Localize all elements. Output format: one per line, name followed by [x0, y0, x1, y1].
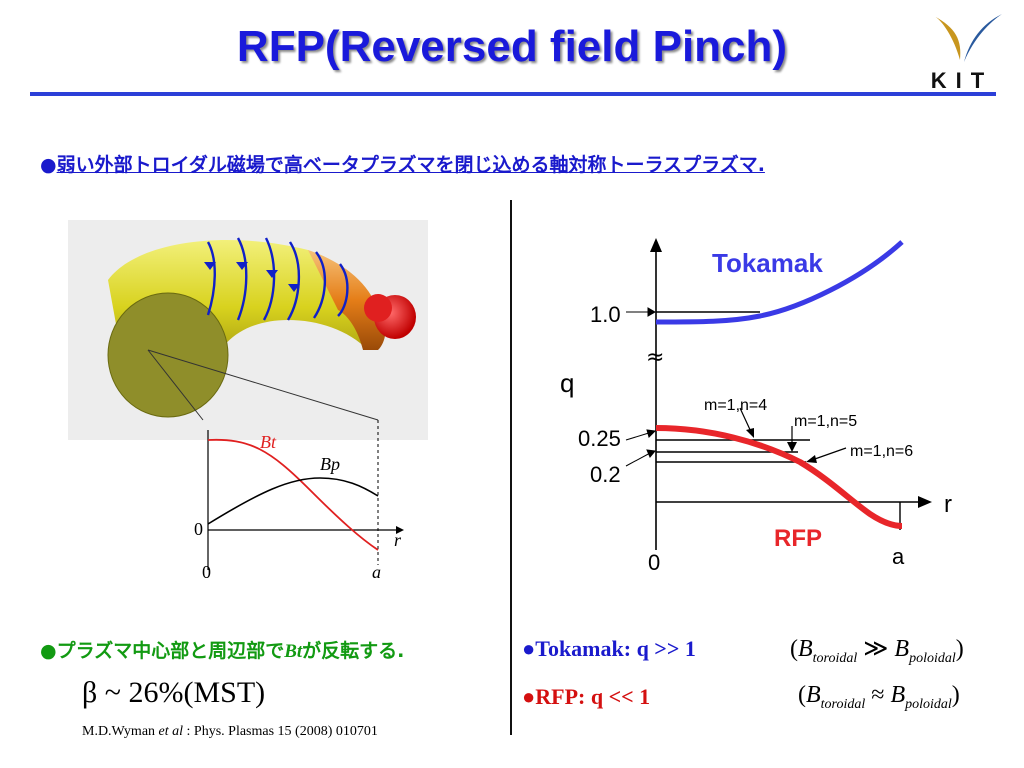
rel-open: (	[790, 636, 798, 662]
annotation-n6: m=1,n=6	[850, 443, 913, 460]
rel-sub1: toroidal	[812, 650, 858, 666]
beta-value: β ~ 26%(MST)	[82, 676, 266, 709]
rel-b1: B	[806, 682, 821, 708]
zero-bottom-label: 0	[202, 562, 211, 582]
zero-left-label: 0	[194, 519, 203, 539]
bullet-dot: ●	[40, 154, 57, 176]
xtick-a: a	[892, 544, 905, 569]
bp-curve	[207, 477, 379, 525]
note-bt: Bt	[284, 641, 303, 662]
annotation-n5: m=1,n=5	[794, 413, 857, 430]
tokamak-q-row: ●Tokamak: q >> 1	[522, 636, 696, 661]
field-lines	[206, 237, 349, 321]
bt-curve	[207, 438, 379, 551]
rel-close: )	[951, 682, 960, 708]
ytick-0-25: 0.25	[578, 426, 621, 451]
rel-sub1: toroidal	[820, 696, 866, 712]
vertical-divider	[510, 200, 512, 735]
ref-authors: M.D.Wyman	[82, 724, 159, 739]
logo-text: KIT	[930, 68, 994, 93]
intro-bullet: ●弱い外部トロイダル磁場で高ベータプラズマを閉じ込める軸対称トーラスプラズマ.	[40, 150, 765, 177]
tokamak-curve	[655, 240, 904, 325]
rel-b1: B	[798, 636, 813, 662]
rel-open: (	[798, 682, 806, 708]
page-title: RFP(Reversed field Pinch)	[236, 22, 788, 71]
y-axis-label: q	[560, 368, 574, 398]
ytick-0-2: 0.2	[590, 462, 621, 487]
rfp-curve	[655, 425, 903, 529]
legend-rfp: RFP	[774, 525, 822, 552]
rel-b2: B	[890, 682, 906, 708]
kit-logo: KIT	[912, 10, 1012, 94]
rel-op: ≫	[857, 636, 895, 662]
bp-label: Bp	[320, 454, 340, 474]
rel-close: )	[955, 636, 964, 662]
axis-break-symbol: ≈	[646, 345, 664, 370]
ref-rest: : Phys. Plasmas 15 (2008) 010701	[183, 724, 378, 739]
annotation-n4: m=1,n=4	[704, 397, 767, 414]
title-underline	[30, 92, 996, 96]
x-axis-label: r	[944, 491, 952, 518]
q-profile-chart: Tokamak RFP 1.0 0.25 0.2 q ≈ r 0 a m=1,n…	[560, 238, 952, 575]
rfp-field-relation: (Btoroidal ≈ Bpoloidal)	[798, 682, 960, 713]
bt-label: Bt	[260, 432, 277, 452]
legend-tokamak: Tokamak	[712, 248, 823, 278]
kit-logo-mark-icon	[934, 14, 1002, 62]
tokamak-field-relation: (Btoroidal ≫ Bpoloidal)	[790, 634, 964, 667]
note-suffix: が反転する.	[302, 640, 405, 662]
a-axis-label: a	[372, 562, 381, 582]
bt-reversal-note: ●プラズマ中心部と周辺部でBtが反転する.	[40, 636, 404, 663]
xtick-0: 0	[648, 550, 660, 575]
rfp-q-row: ●RFP: q << 1	[522, 684, 651, 709]
intro-text: 弱い外部トロイダル磁場で高ベータプラズマを閉じ込める軸対称トーラスプラズマ.	[56, 154, 765, 176]
note-prefix: ●プラズマ中心部と周辺部で	[40, 640, 285, 662]
ytick-1-0: 1.0	[590, 302, 621, 327]
rel-b2: B	[894, 636, 910, 662]
torus-illustration	[68, 220, 428, 440]
rel-op: ≈	[865, 682, 891, 708]
r-axis-label: r	[394, 530, 402, 550]
rel-sub2: poloidal	[909, 650, 956, 666]
field-profile-plot: Bt Bp 0 0 r a	[194, 420, 404, 582]
reference: M.D.Wyman et al : Phys. Plasmas 15 (2008…	[82, 724, 378, 740]
rel-sub2: poloidal	[905, 696, 952, 712]
ref-etal: et al	[158, 724, 184, 739]
